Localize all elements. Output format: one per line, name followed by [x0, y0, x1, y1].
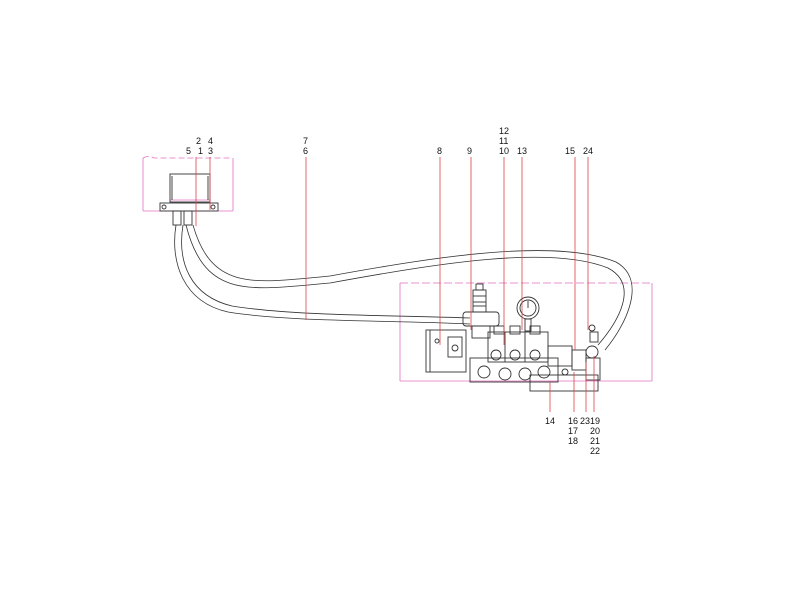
callout-20: 20: [590, 426, 601, 436]
pressure-gauge: [516, 296, 540, 332]
callout-13: 13: [517, 146, 528, 156]
callout-3: 3: [208, 146, 214, 156]
callout-21: 21: [590, 436, 601, 446]
relief-valve: [462, 283, 500, 339]
callout-2: 2: [196, 136, 202, 146]
callout-24: 24: [583, 146, 594, 156]
callout-18: 18: [568, 436, 579, 446]
tank-fitting-block: [159, 173, 219, 226]
callout-22: 22: [590, 446, 601, 456]
leader-lines: [195, 157, 595, 412]
callout-6: 6: [303, 146, 309, 156]
pump-body: [425, 329, 467, 373]
callout-14: 14: [545, 416, 556, 426]
valve-bank: [469, 325, 573, 383]
callout-17: 17: [568, 426, 579, 436]
callout-19: 19: [590, 416, 601, 426]
callout-23: 23: [580, 416, 591, 426]
callout-11: 11: [499, 136, 509, 146]
callout-5: 5: [186, 146, 192, 156]
callout-8: 8: [437, 146, 443, 156]
right-reference-frame: [399, 282, 653, 382]
callout-10: 10: [499, 146, 510, 156]
callout-12: 12: [499, 126, 510, 136]
callout-7: 7: [303, 136, 309, 146]
callout-16: 16: [568, 416, 579, 426]
callout-9: 9: [467, 146, 473, 156]
hose-lines: [174, 224, 633, 351]
callout-1: 1: [198, 146, 204, 156]
callout-4: 4: [208, 136, 214, 146]
callout-15: 15: [565, 146, 576, 156]
